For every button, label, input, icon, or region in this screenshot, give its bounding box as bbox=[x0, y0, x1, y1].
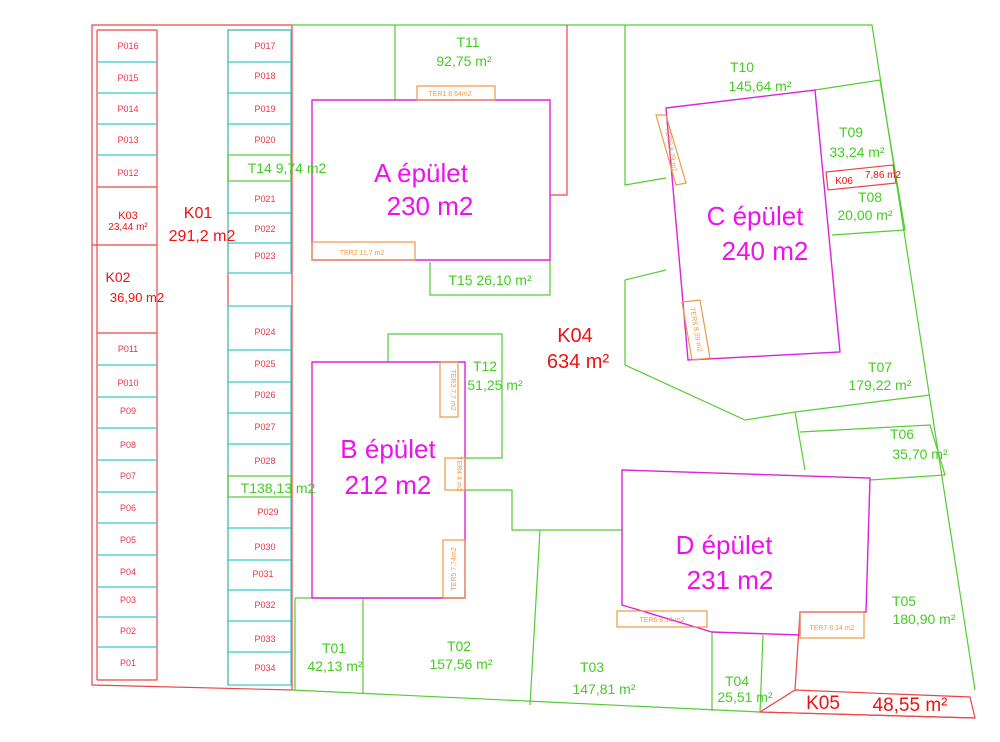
k03-id: K03 bbox=[118, 210, 138, 222]
k05-area: 48,55 m² bbox=[873, 695, 948, 716]
parking-label: P034 bbox=[254, 663, 275, 673]
parking-label: P07 bbox=[120, 471, 136, 481]
parking-label: P032 bbox=[254, 600, 275, 610]
parking-label: P03 bbox=[120, 595, 136, 605]
parking-label: P018 bbox=[254, 71, 275, 81]
t01-id: T01 bbox=[322, 640, 346, 656]
parking-label: P02 bbox=[120, 626, 136, 636]
building-a-name: A épület bbox=[374, 158, 469, 188]
building-d-area: 231 m2 bbox=[687, 565, 774, 595]
building-b-area: 212 m2 bbox=[345, 470, 432, 500]
t11-id: T11 bbox=[456, 34, 479, 50]
k05-id: K05 bbox=[806, 693, 840, 714]
parking-label: P019 bbox=[254, 104, 275, 114]
t07-area: 179,22 m² bbox=[848, 377, 911, 393]
parking-label: P010 bbox=[117, 378, 138, 388]
k06-area: 7,86 m2 bbox=[865, 170, 902, 181]
parking-label: P016 bbox=[117, 41, 138, 51]
parking-label: P020 bbox=[254, 135, 275, 145]
t04-area: 25,51 m² bbox=[717, 689, 773, 705]
terrace-outlines bbox=[311, 85, 897, 639]
k02-area: 36,90 m2 bbox=[110, 290, 164, 305]
parking-label: P031 bbox=[252, 569, 273, 579]
t08-id: T08 bbox=[858, 189, 882, 205]
t13-label: T138,13 m2 bbox=[241, 480, 316, 496]
t03-area: 147,81 m² bbox=[572, 681, 635, 697]
ter4-label: TER4 4 m2 bbox=[455, 456, 462, 492]
parking-label: P033 bbox=[254, 634, 275, 644]
building-d-name: D épület bbox=[676, 530, 774, 560]
t10-area: 145,64 m² bbox=[728, 78, 791, 94]
ter5-label: TER5 7,74m2 bbox=[451, 547, 458, 590]
ter3-label: TER3 7,7 m2 bbox=[449, 369, 456, 410]
t06-area: 35,70 m² bbox=[892, 446, 948, 462]
ter7-label: TER7 8,14 m2 bbox=[809, 625, 854, 632]
parking-label: P028 bbox=[254, 456, 275, 466]
t14-label: T14 9,74 m2 bbox=[248, 160, 327, 176]
parking-label: P04 bbox=[120, 567, 136, 577]
parking-label: P026 bbox=[254, 390, 275, 400]
parking-label: P022 bbox=[254, 224, 275, 234]
parking-label: P012 bbox=[117, 168, 138, 178]
parking-cells-left bbox=[92, 61, 157, 648]
t02-area: 157,56 m² bbox=[429, 656, 492, 672]
t05-id: T05 bbox=[892, 593, 916, 609]
k03-area: 23,44 m² bbox=[108, 222, 148, 233]
parking-label: P017 bbox=[254, 41, 275, 51]
parking-label: P05 bbox=[120, 535, 136, 545]
t12-area: 51,25 m² bbox=[467, 377, 523, 393]
building-c-outline bbox=[665, 89, 841, 361]
k06-id: K06 bbox=[835, 176, 853, 187]
parking-label: P030 bbox=[254, 542, 275, 552]
parking-label: P011 bbox=[118, 344, 138, 354]
parking-label: P013 bbox=[117, 135, 138, 145]
parking-labels-left: P016 P015 P014 P013 P012 P011 P010 P09 P… bbox=[117, 41, 138, 668]
parking-cells-right bbox=[227, 29, 292, 686]
parking-labels-right: P017 P018 P019 P020 P021 P022 P023 P024 … bbox=[252, 41, 278, 673]
t02-id: T02 bbox=[447, 638, 471, 654]
t10-id: T10 bbox=[730, 59, 754, 75]
building-c-area: 240 m2 bbox=[722, 236, 809, 266]
parking-label: P08 bbox=[120, 440, 136, 450]
k02-id: K02 bbox=[106, 269, 131, 285]
ter2-label: TER2 11,7 m2 bbox=[340, 250, 385, 257]
t08-area: 20,00 m² bbox=[837, 207, 893, 223]
ter1-label: TER1 8,64m2 bbox=[428, 91, 471, 98]
building-c-name: C épület bbox=[707, 201, 805, 231]
t04-id: T04 bbox=[725, 673, 749, 689]
parking-label: P023 bbox=[254, 251, 275, 261]
k04-id: K04 bbox=[557, 325, 593, 347]
t11-area: 92,75 m² bbox=[436, 53, 492, 69]
building-b-name: B épület bbox=[340, 434, 436, 464]
t06-id: T06 bbox=[890, 426, 914, 442]
t03-id: T03 bbox=[580, 659, 604, 675]
t05-area: 180,90 m² bbox=[892, 611, 955, 627]
t09-id: T09 bbox=[839, 124, 863, 140]
t07-id: T07 bbox=[868, 359, 892, 375]
parking-label: P01 bbox=[120, 658, 136, 668]
t12-id: T12 bbox=[473, 358, 497, 374]
parking-label: P024 bbox=[254, 327, 275, 337]
ter8-label: TER8 8,29 m2 bbox=[688, 307, 703, 353]
plot-labels: T01 42,13 m² T02 157,56 m² T03 147,81 m²… bbox=[241, 34, 956, 705]
t01-area: 42,13 m² bbox=[307, 658, 363, 674]
parking-label: P029 bbox=[257, 507, 278, 517]
parking-label: P09 bbox=[120, 406, 136, 416]
t09-area: 33,24 m² bbox=[829, 144, 885, 160]
k01-id: K01 bbox=[184, 205, 213, 222]
k01-area: 291,2 m2 bbox=[169, 228, 236, 245]
parking-label: P021 bbox=[254, 194, 275, 204]
parking-label: P014 bbox=[117, 104, 138, 114]
parking-label: P025 bbox=[254, 359, 275, 369]
ter6-label: TER6 8,14 m2 bbox=[639, 617, 684, 624]
parking-label: P015 bbox=[117, 73, 138, 83]
t15-label: T15 26,10 m² bbox=[448, 272, 532, 288]
k04-area: 634 m² bbox=[547, 351, 610, 373]
parking-label: P027 bbox=[254, 422, 275, 432]
building-a-area: 230 m2 bbox=[387, 191, 474, 221]
parking-label: P06 bbox=[120, 503, 136, 513]
